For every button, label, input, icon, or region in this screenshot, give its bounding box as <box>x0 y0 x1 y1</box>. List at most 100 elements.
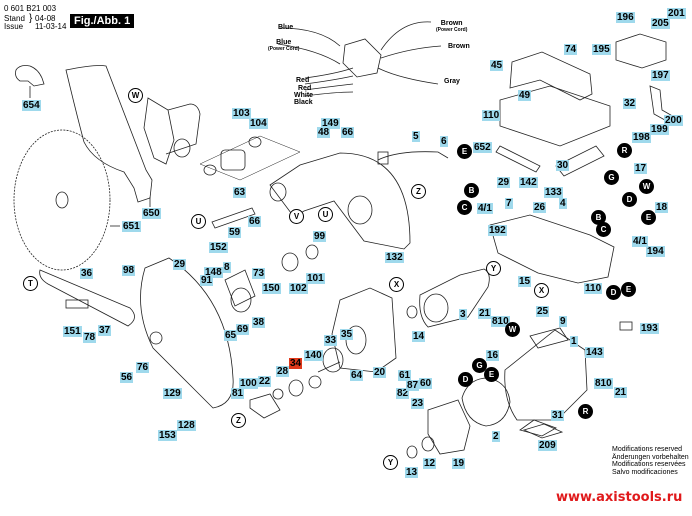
part-label[interactable]: 100 <box>239 378 258 389</box>
part-label[interactable]: 151 <box>63 326 82 337</box>
part-label[interactable]: 128 <box>177 420 196 431</box>
part-label[interactable]: 61 <box>398 370 412 381</box>
part-label[interactable]: 7 <box>505 198 513 209</box>
part-label[interactable]: 37 <box>98 325 112 336</box>
part-label[interactable]: 63 <box>233 187 247 198</box>
part-label[interactable]: 110 <box>584 283 603 294</box>
part-label[interactable]: 49 <box>518 90 532 101</box>
part-label[interactable]: 196 <box>616 12 635 23</box>
part-label[interactable]: 200 <box>664 115 683 126</box>
part-label[interactable]: 21 <box>614 387 628 398</box>
part-label[interactable]: 66 <box>341 127 355 138</box>
part-label[interactable]: 2 <box>492 431 500 442</box>
part-label[interactable]: 66 <box>248 216 262 227</box>
part-label[interactable]: 195 <box>592 44 611 55</box>
part-label[interactable]: 201 <box>667 8 686 19</box>
part-label[interactable]: 142 <box>519 177 538 188</box>
part-label[interactable]: 30 <box>556 160 570 171</box>
part-label[interactable]: 29 <box>173 259 187 270</box>
part-label[interactable]: 140 <box>304 350 323 361</box>
part-label[interactable]: 8 <box>223 262 231 273</box>
part-label[interactable]: 19 <box>452 458 466 469</box>
part-label[interactable]: 102 <box>289 283 308 294</box>
watermark-link[interactable]: www.axistools.ru <box>556 490 683 505</box>
part-label[interactable]: 651 <box>122 221 141 232</box>
part-label[interactable]: 20 <box>373 367 387 378</box>
part-label[interactable]: 103 <box>232 108 251 119</box>
part-label[interactable]: 26 <box>533 202 547 213</box>
part-label[interactable]: 17 <box>634 163 648 174</box>
part-label[interactable]: 650 <box>142 208 161 219</box>
part-label[interactable]: 64 <box>350 370 364 381</box>
part-label[interactable]: 35 <box>340 329 354 340</box>
part-label[interactable]: 4/1 <box>632 236 648 247</box>
part-label[interactable]: 129 <box>163 388 182 399</box>
part-label[interactable]: 31 <box>551 410 565 421</box>
part-label[interactable]: 12 <box>423 458 437 469</box>
part-label[interactable]: 99 <box>313 231 327 242</box>
part-label[interactable]: 3 <box>459 309 467 320</box>
part-label[interactable]: 6 <box>440 136 448 147</box>
part-label[interactable]: 104 <box>249 118 268 129</box>
part-label[interactable]: 98 <box>122 265 136 276</box>
part-label[interactable]: 36 <box>80 268 94 279</box>
part-label[interactable]: 1 <box>570 336 578 347</box>
part-label[interactable]: 25 <box>536 306 550 317</box>
part-label[interactable]: 110 <box>482 110 501 121</box>
part-label[interactable]: 148 <box>204 267 223 278</box>
part-label[interactable]: 29 <box>497 177 511 188</box>
part-label[interactable]: 152 <box>209 242 228 253</box>
part-label[interactable]: 654 <box>22 100 41 111</box>
part-label[interactable]: 4 <box>559 198 567 209</box>
part-label[interactable]: 82 <box>396 388 410 399</box>
part-label[interactable]: 23 <box>411 398 425 409</box>
part-label[interactable]: 32 <box>623 98 637 109</box>
part-label[interactable]: 73 <box>252 268 266 279</box>
part-label[interactable]: 33 <box>324 335 338 346</box>
part-label[interactable]: 193 <box>640 323 659 334</box>
part-label[interactable]: 91 <box>200 275 214 286</box>
part-label[interactable]: 48 <box>317 127 331 138</box>
part-label-highlighted[interactable]: 34 <box>289 358 303 369</box>
part-label[interactable]: 78 <box>83 332 97 343</box>
part-label[interactable]: 65 <box>224 330 238 341</box>
part-label[interactable]: 133 <box>544 187 563 198</box>
part-label[interactable]: 5 <box>412 131 420 142</box>
part-label[interactable]: 209 <box>538 440 557 451</box>
part-label[interactable]: 9 <box>559 316 567 327</box>
part-label[interactable]: 205 <box>651 18 670 29</box>
part-label[interactable]: 14 <box>412 331 426 342</box>
part-label[interactable]: 4/1 <box>477 203 493 214</box>
part-label[interactable]: 69 <box>236 324 250 335</box>
part-label[interactable]: 16 <box>486 350 500 361</box>
part-label[interactable]: 59 <box>228 227 242 238</box>
part-label[interactable]: 87 <box>406 380 420 391</box>
part-label[interactable]: 28 <box>276 366 290 377</box>
part-label[interactable]: 38 <box>252 317 266 328</box>
part-label[interactable]: 76 <box>136 362 150 373</box>
part-label[interactable]: 74 <box>564 44 578 55</box>
part-label[interactable]: 149 <box>321 118 340 129</box>
part-label[interactable]: 21 <box>478 308 492 319</box>
part-label[interactable]: 56 <box>120 372 134 383</box>
part-label[interactable]: 22 <box>258 376 272 387</box>
part-label[interactable]: 13 <box>405 467 419 478</box>
part-label[interactable]: 652 <box>473 142 492 153</box>
part-label[interactable]: 60 <box>419 378 433 389</box>
part-label[interactable]: 198 <box>632 132 651 143</box>
part-label[interactable]: 199 <box>650 124 669 135</box>
part-label[interactable]: 132 <box>385 252 404 263</box>
part-label[interactable]: 197 <box>651 70 670 81</box>
part-label[interactable]: 153 <box>158 430 177 441</box>
part-label[interactable]: 810 <box>491 316 510 327</box>
part-label[interactable]: 101 <box>306 273 325 284</box>
part-label[interactable]: 45 <box>490 60 504 71</box>
part-label[interactable]: 15 <box>518 276 532 287</box>
part-label[interactable]: 810 <box>594 378 613 389</box>
part-label[interactable]: 192 <box>488 225 507 236</box>
part-label[interactable]: 194 <box>646 246 665 257</box>
part-label[interactable]: 150 <box>262 283 281 294</box>
part-label[interactable]: 18 <box>655 202 669 213</box>
part-label[interactable]: 81 <box>231 388 245 399</box>
part-label[interactable]: 143 <box>585 347 604 358</box>
